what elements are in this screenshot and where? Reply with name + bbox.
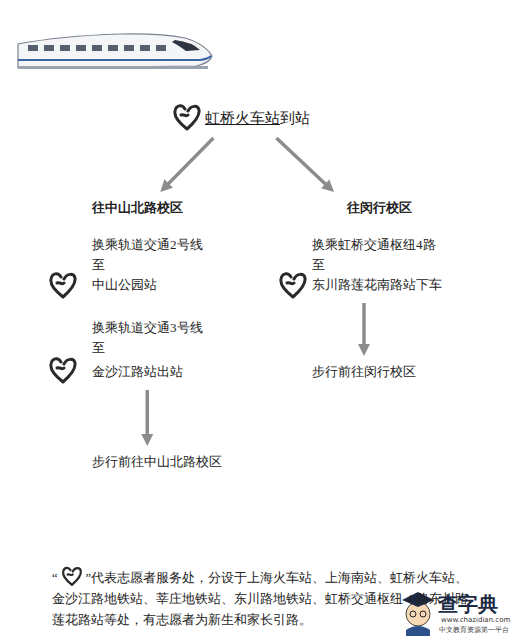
step-text: 换乘轨道交通2号线 bbox=[92, 235, 203, 255]
step-text: 至 bbox=[92, 255, 203, 275]
flow-step: 换乘轨道交通3号线至金沙江路站出站 bbox=[92, 318, 203, 382]
step-text: 换乘轨道交通3号线 bbox=[92, 318, 203, 338]
volunteer-heart bbox=[175, 106, 199, 129]
flow-arrow bbox=[358, 303, 370, 356]
step-text: 步行前往闵行校区 bbox=[312, 362, 416, 382]
step-text: 东川路莲花南路站下车 bbox=[312, 275, 442, 295]
footnote: “”代表志愿者服务处，分设于上海火车站、上海南站、虹桥火车站、金沙江路地铁站、莘… bbox=[52, 565, 472, 631]
step-text: 金沙江路站出站 bbox=[92, 362, 203, 382]
volunteer-heart bbox=[60, 565, 84, 587]
step-text: 中山公园站 bbox=[92, 275, 203, 295]
step-text: 到站 bbox=[280, 106, 310, 130]
flow-step: 步行前往中山北路校区 bbox=[92, 452, 222, 472]
volunteer-heart bbox=[51, 274, 75, 297]
flow-step: 虹桥火车站到站 bbox=[205, 106, 310, 130]
flow-step: 换乘虹桥交通枢纽4路至东川路莲花南路站下车 bbox=[312, 235, 442, 295]
flow-step: 步行前往闵行校区 bbox=[312, 362, 416, 382]
watermark: 查字典 bbox=[438, 591, 498, 618]
step-text: 换乘虹桥交通枢纽4路 bbox=[312, 235, 442, 255]
flow-step: 往中山北路校区 bbox=[92, 198, 183, 218]
quote-mark: “ bbox=[52, 571, 58, 585]
step-text: 往闵行校区 bbox=[347, 198, 412, 218]
volunteer-heart bbox=[281, 274, 305, 297]
footnote-text: ”代表志愿者服务处，分设于上海火车站、上海南站、虹桥火车站、金沙江路地铁站、莘庄… bbox=[52, 571, 468, 627]
step-text: 虹桥火车站 bbox=[205, 106, 280, 130]
volunteer-heart bbox=[51, 359, 75, 382]
flow-step: 往闵行校区 bbox=[347, 198, 412, 218]
watermark: www.chazidian.com bbox=[441, 616, 510, 624]
step-text: 步行前往中山北路校区 bbox=[92, 452, 222, 472]
train-illustration bbox=[18, 34, 212, 69]
flow-arrow bbox=[160, 138, 213, 192]
step-text: 至 bbox=[92, 338, 203, 358]
flow-step: 换乘轨道交通2号线至中山公园站 bbox=[92, 235, 203, 295]
watermark: 中文教育资源第一平台 bbox=[439, 625, 509, 635]
step-text: 往中山北路校区 bbox=[92, 198, 183, 218]
flow-arrow bbox=[141, 390, 153, 446]
step-text: 至 bbox=[312, 255, 442, 275]
flow-arrow bbox=[276, 138, 334, 192]
